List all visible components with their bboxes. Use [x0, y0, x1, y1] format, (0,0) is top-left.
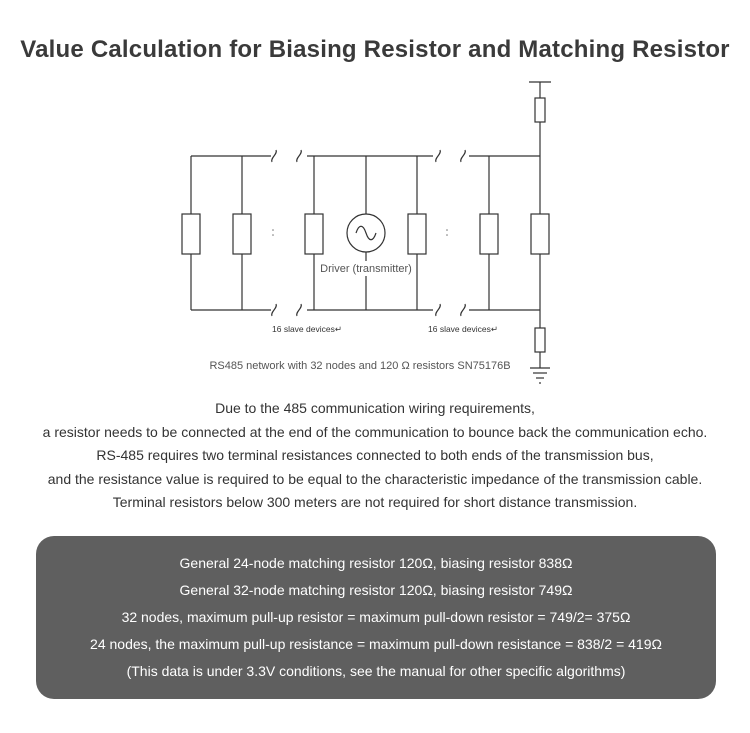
ellipsis-dot [272, 234, 274, 236]
resistor-node-3 [407, 213, 427, 255]
panel-line: (This data is under 3.3V conditions, see… [126, 663, 626, 679]
resistor-left-end [181, 213, 201, 255]
resistor-right-end [530, 213, 550, 255]
description-line: Due to the 485 communication wiring requ… [215, 400, 535, 416]
panel-line: 32 nodes, maximum pull-up resistor = max… [121, 609, 631, 625]
page-title: Value Calculation for Biasing Resistor a… [20, 36, 730, 63]
bus-break-bottom-left [271, 303, 307, 317]
resistor-node-2 [304, 213, 324, 255]
panel-line: General 32-node matching resistor 120Ω, … [179, 582, 573, 598]
description-line: Terminal resistors below 300 meters are … [112, 494, 638, 510]
pull-up-resistor [534, 97, 546, 123]
driver-sine-wave [355, 225, 377, 241]
ellipsis-dot [272, 229, 274, 231]
description-line: and the resistance value is required to … [47, 470, 703, 487]
slave-devices-label-left: 16 slave devices↵ [272, 324, 342, 334]
pull-down-resistor [534, 327, 546, 353]
resistor-node-1 [232, 213, 252, 255]
bus-break-top-right [433, 149, 469, 163]
values-panel: General 24-node matching resistor 120Ω, … [36, 536, 716, 699]
panel-line: 24 nodes, the maximum pull-up resistance… [90, 636, 662, 652]
description-text: Due to the 485 communication wiring requ… [0, 397, 750, 515]
resistor-node-4 [479, 213, 499, 255]
description-line: RS-485 requires two terminal resistances… [96, 447, 654, 463]
ground-icon [530, 367, 550, 384]
diagram-caption: RS485 network with 32 nodes and 120 Ω re… [209, 360, 511, 372]
ellipsis-dot [446, 234, 448, 236]
panel-line: General 24-node matching resistor 120Ω, … [179, 555, 573, 571]
description-line: a resistor needs to be connected at the … [42, 423, 708, 440]
bus-break-bottom-right [433, 303, 469, 317]
driver-label: Driver (transmitter) [320, 263, 412, 275]
ellipsis-dot [446, 229, 448, 231]
bus-break-top-left [271, 149, 307, 163]
slave-devices-label-right: 16 slave devices↵ [428, 324, 498, 334]
